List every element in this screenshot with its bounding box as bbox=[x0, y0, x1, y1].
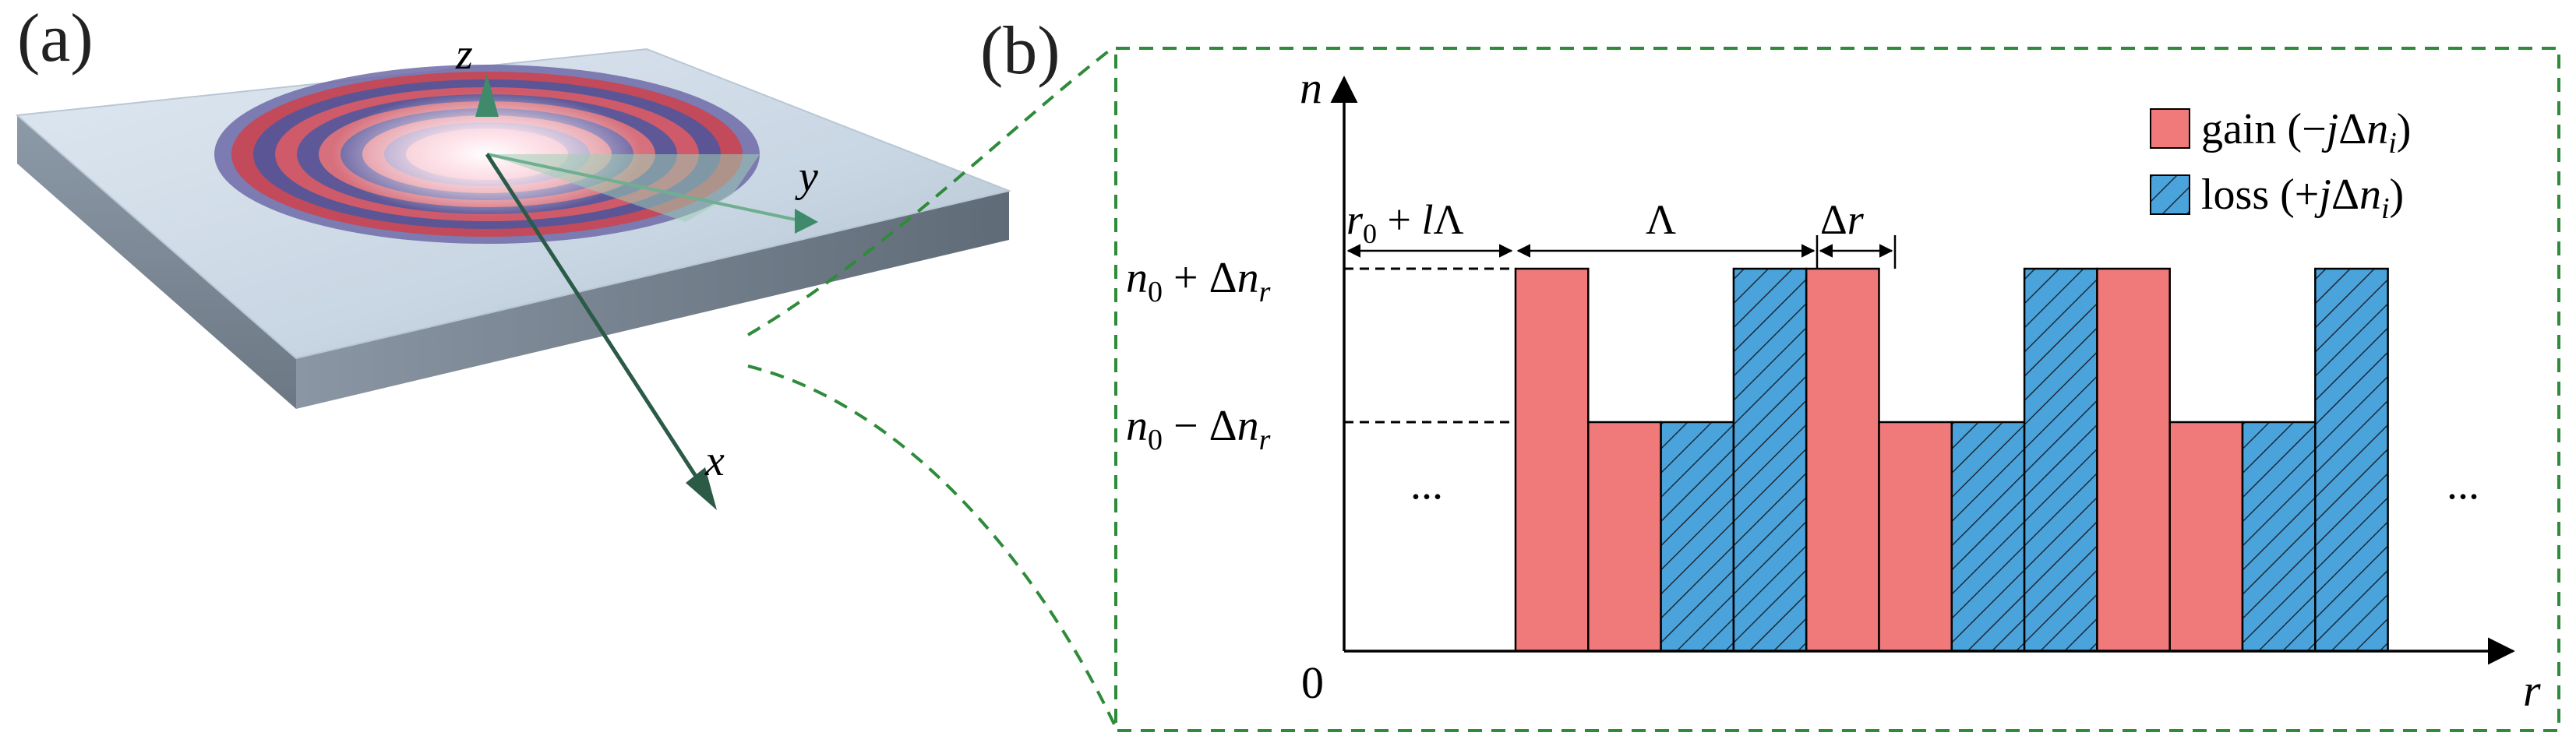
x-axis-line bbox=[485, 153, 708, 492]
zoom-connector-top bbox=[746, 45, 1116, 336]
loss-bar-4 bbox=[1732, 267, 1808, 653]
width-label: Δr bbox=[1820, 196, 1865, 243]
x-axis-label: x bbox=[704, 437, 725, 485]
r-axis-label: r bbox=[2523, 665, 2541, 716]
loss-bar-11 bbox=[2241, 421, 2317, 653]
panel-a: (a) bbox=[15, 1, 1116, 725]
panel-a-label: (a) bbox=[17, 1, 94, 76]
z-axis-label: z bbox=[455, 30, 473, 79]
gain-bar-5 bbox=[1805, 267, 1880, 653]
zoom-connector-bottom bbox=[747, 364, 1116, 725]
y-axis-arrowhead bbox=[795, 209, 818, 234]
legend-loss-label: loss (+jΔni) bbox=[2201, 171, 2404, 225]
gain-bar-2 bbox=[1587, 421, 1662, 653]
gain-bar-1 bbox=[1514, 267, 1590, 653]
x-axis-arrowhead bbox=[686, 467, 717, 510]
gain-bar-10 bbox=[2168, 421, 2244, 653]
z-axis-arrowhead bbox=[475, 74, 499, 117]
loss-bar-3 bbox=[1660, 421, 1735, 653]
low-level-label: n0 − Δnr bbox=[1126, 402, 1271, 456]
legend-gain-swatch bbox=[2150, 108, 2190, 149]
zoom-frame bbox=[1114, 47, 2560, 732]
legend-loss-swatch bbox=[2150, 174, 2190, 215]
coordinate-axes: z y x bbox=[455, 30, 818, 510]
loss-bar-8 bbox=[2023, 267, 2098, 653]
sector-cutout bbox=[487, 154, 760, 222]
ellipsis-left: ... bbox=[1410, 460, 1443, 509]
loss-bar-12 bbox=[2314, 267, 2389, 653]
n-axis-label: n bbox=[1300, 62, 1322, 113]
y-axis-line bbox=[486, 153, 807, 224]
ellipsis-right: ... bbox=[2447, 460, 2479, 509]
gain-bar-9 bbox=[2096, 267, 2171, 653]
legend: gain (−jΔni) loss (+jΔni) bbox=[2150, 105, 2411, 225]
y-axis-label: y bbox=[795, 153, 818, 201]
offset-label: r0 + lΛ bbox=[1346, 196, 1464, 249]
panel-b-label: (b) bbox=[980, 13, 1060, 89]
legend-gain-label: gain (−jΔni) bbox=[2201, 105, 2411, 160]
panel-b: (b) n r 0 n0 + Δnr n0 − Δnr r0 + lΛ Λ Δr… bbox=[980, 13, 2560, 732]
loss-bar-7 bbox=[1950, 421, 2026, 653]
period-label: Λ bbox=[1646, 196, 1676, 243]
index-profile-bars bbox=[1514, 267, 2389, 653]
gain-bar-6 bbox=[1878, 421, 1953, 653]
high-level-label: n0 + Δnr bbox=[1126, 254, 1271, 308]
origin-label: 0 bbox=[1301, 657, 1324, 708]
